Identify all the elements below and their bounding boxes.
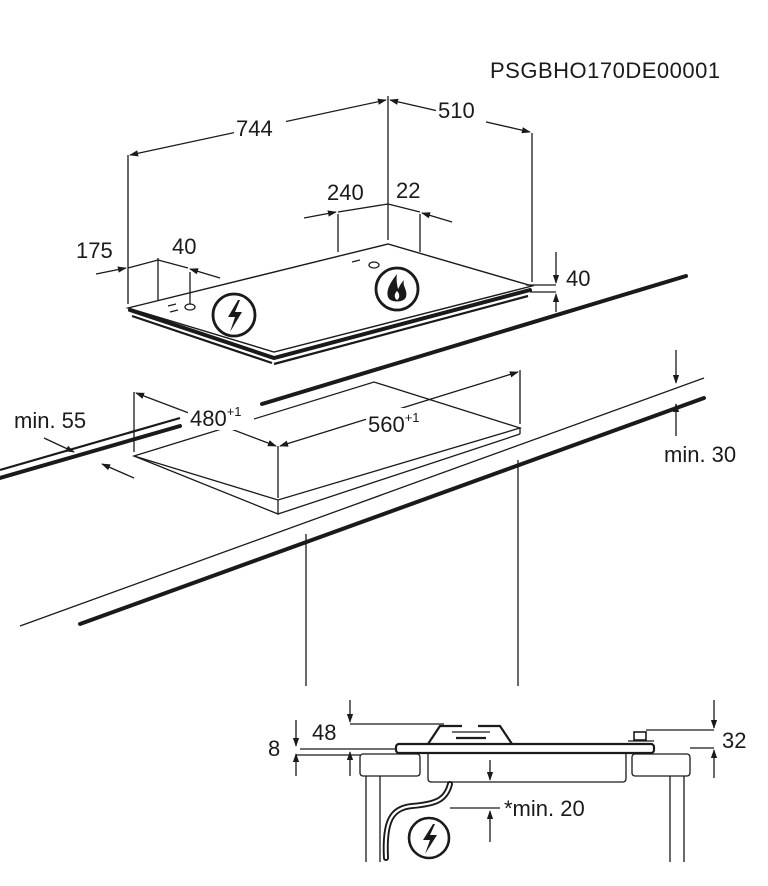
hob-front-edge — [128, 288, 532, 361]
dim-gas-depth-22: 22 — [396, 178, 420, 203]
gas-flame-icon — [374, 266, 420, 312]
dim-worktop-min-30: min. 30 — [664, 442, 736, 467]
electric-warning-icon — [407, 816, 451, 860]
drawing-code: PSGBHO170DE00001 — [490, 58, 721, 83]
worktop-cutout-view: 480+1 560+1 min. 55 min. 30 — [0, 274, 736, 686]
dim-depth-510: 510 — [438, 98, 475, 123]
dim-cutout-depth-480: 480+1 — [190, 404, 242, 431]
dim-side-48: 48 — [312, 720, 336, 745]
dim-side-8: 8 — [268, 736, 280, 761]
dim-gas-offset-240: 240 — [327, 180, 364, 205]
electric-warning-icon — [211, 292, 257, 338]
dim-side-32: 32 — [722, 728, 746, 753]
worktop-back-edge — [0, 424, 182, 480]
dim-cutout-width-560: 560+1 — [368, 410, 420, 437]
side-section-view: 48 8 32 *min. 20 — [268, 700, 746, 862]
dim-width-744: 744 — [236, 116, 273, 141]
dim-height-40: 40 — [566, 266, 590, 291]
dim-power-depth-40: 40 — [172, 234, 196, 259]
dim-power-offset-175: 175 — [76, 238, 113, 263]
hob-top-view: 744 510 240 22 175 40 40 — [76, 96, 590, 366]
dim-front-clearance-min-55: min. 55 — [14, 408, 86, 433]
dim-bottom-clearance-min-20: *min. 20 — [504, 796, 585, 821]
